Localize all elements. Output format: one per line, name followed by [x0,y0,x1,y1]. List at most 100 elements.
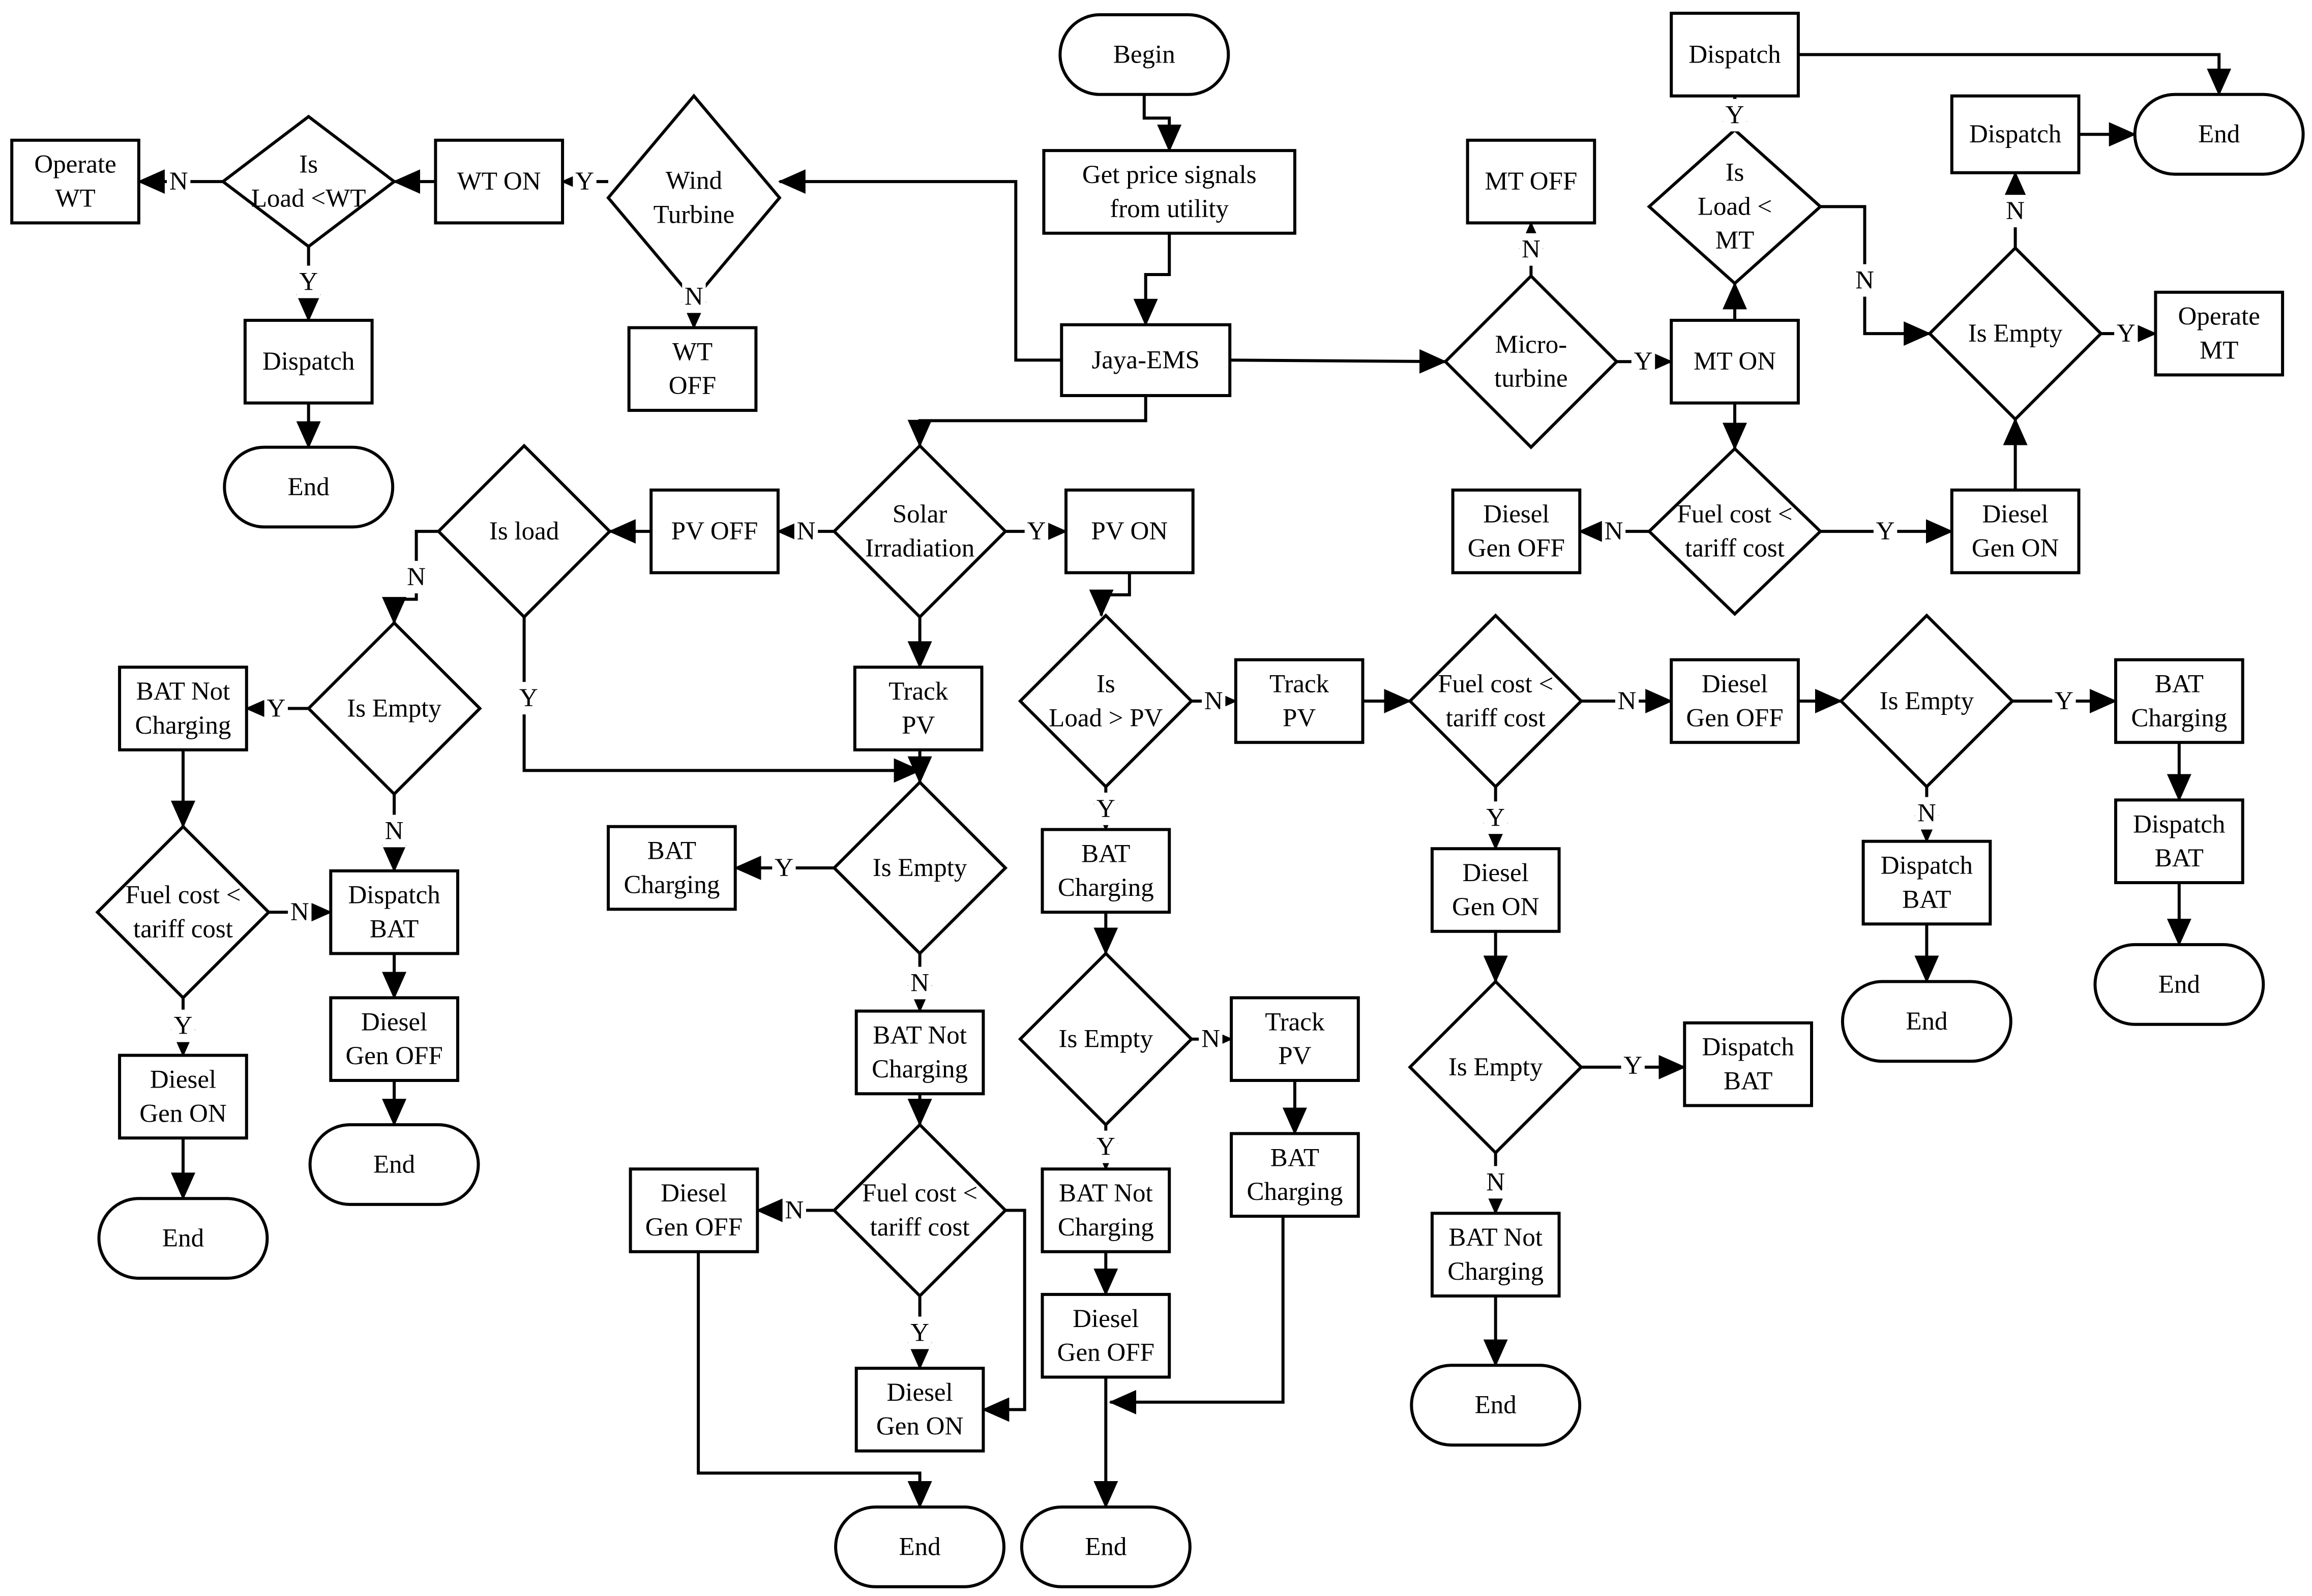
connector-label-backdrop [1631,345,1655,378]
node-label-line: Jaya-EMS [1091,346,1199,374]
node-label-line: PV [1283,704,1316,732]
process-box [434,138,565,225]
process-box [118,1053,248,1140]
connector-label: N [1917,799,1936,828]
connector-label-backdrop [382,815,406,848]
connector-label: N [385,817,404,845]
process-box [1950,488,2081,575]
connector-label-backdrop [1915,797,1939,830]
node-label-line: Diesel [150,1066,216,1094]
node-empty-r: Is Empty [1408,979,1584,1155]
terminal-shape [1020,1505,1192,1588]
decision-diamond [1647,446,1823,616]
node-label-line: End [2198,120,2240,148]
node-end-l2: End [308,1123,480,1206]
connector-label: Y [1726,101,1744,129]
connector-label: Y [266,694,285,722]
connector-label: N [910,969,929,997]
process-box [1060,323,1232,398]
node-label-line: Track [1265,1008,1325,1036]
node-label-line: MT [1715,226,1755,255]
decision-diamond [1018,951,1194,1127]
node-mt-off: MT OFF [1466,138,1596,225]
node-label-line: Fuel cost < [125,881,241,910]
node-label-line: Operate [34,150,116,179]
process-box [1041,828,1171,914]
node-label-line: PV [902,711,935,740]
connector-label-backdrop [167,165,191,198]
node-fuel-r: Fuel cost <tariff cost [1408,613,1584,789]
node-label-line: Gen OFF [345,1042,442,1070]
node-label-line: PV [1278,1042,1311,1070]
connector-label: N [785,1196,804,1225]
decision-diamond [832,1122,1008,1299]
connector-label: N [1605,517,1623,546]
node-empty-c: Is Empty [832,780,1008,956]
node-label-line: tariff cost [1446,704,1546,732]
terminal-shape [97,1197,269,1280]
connector-label-backdrop [2114,317,2138,350]
node-label-line: BAT [1081,839,1130,868]
node-label-line: End [2158,970,2200,999]
node-label-line: Charging [2131,704,2227,732]
connector-label-backdrop [782,1194,806,1227]
process-box [1042,149,1296,235]
node-label-line: Is Empty [1880,687,1974,715]
terminal-shape [2093,943,2265,1026]
process-box [1430,847,1561,933]
node-label-line: Diesel [1702,670,1768,699]
connector-isload-emptyc [522,617,922,783]
node-label-line: End [373,1151,415,1179]
node-label-line: Is Empty [1059,1025,1153,1053]
connector-begin-price [1142,94,1182,153]
connector-label: N [1486,1168,1505,1196]
node-label-line: Gen ON [139,1099,226,1128]
node-is-load: Is load [436,443,612,619]
node-label-line: Gen OFF [1468,534,1565,563]
connector-jaya-wind [778,169,1062,362]
terminal-shape [308,1123,480,1206]
process-box [1230,1132,1360,1218]
connector-label-backdrop [1602,515,1626,548]
connector-label-backdrop [908,1316,932,1349]
process-box [1670,12,1800,98]
node-label-line: Charging [1058,1213,1154,1242]
node-label-line: BAT [1902,885,1951,914]
node-label-line: Dispatch [2133,810,2225,838]
node-label-line: Diesel [886,1378,953,1407]
connector-label-backdrop [2052,685,2076,717]
connector-jaya-solar [907,396,1147,447]
connector-price-jaya [1133,233,1171,326]
node-label-line: WT [55,185,95,213]
node-mt-on: MT ON [1670,319,1800,405]
node-label-line: WT ON [457,167,541,196]
node-label-line: End [288,473,330,501]
connector-label-backdrop [1621,1049,1645,1082]
connector-layer [137,53,2232,1509]
connector-label-backdrop [1024,515,1049,548]
node-label-line: Gen ON [1452,893,1539,921]
node-label-line: tariff cost [1685,534,1785,563]
node-fuel-mt: Fuel cost <tariff cost [1647,446,1823,616]
node-label-line: Is load [489,517,559,546]
node-end-c1: End [834,1505,1005,1588]
node-label-line: Charging [872,1055,968,1083]
connector-label: N [290,898,309,926]
decision-diamond [436,443,612,619]
node-label-line: Gen ON [1972,534,2059,563]
decision-diamond [1647,128,1823,286]
node-label-line: Load <WT [251,185,366,213]
node-label-line: Track [888,677,948,706]
